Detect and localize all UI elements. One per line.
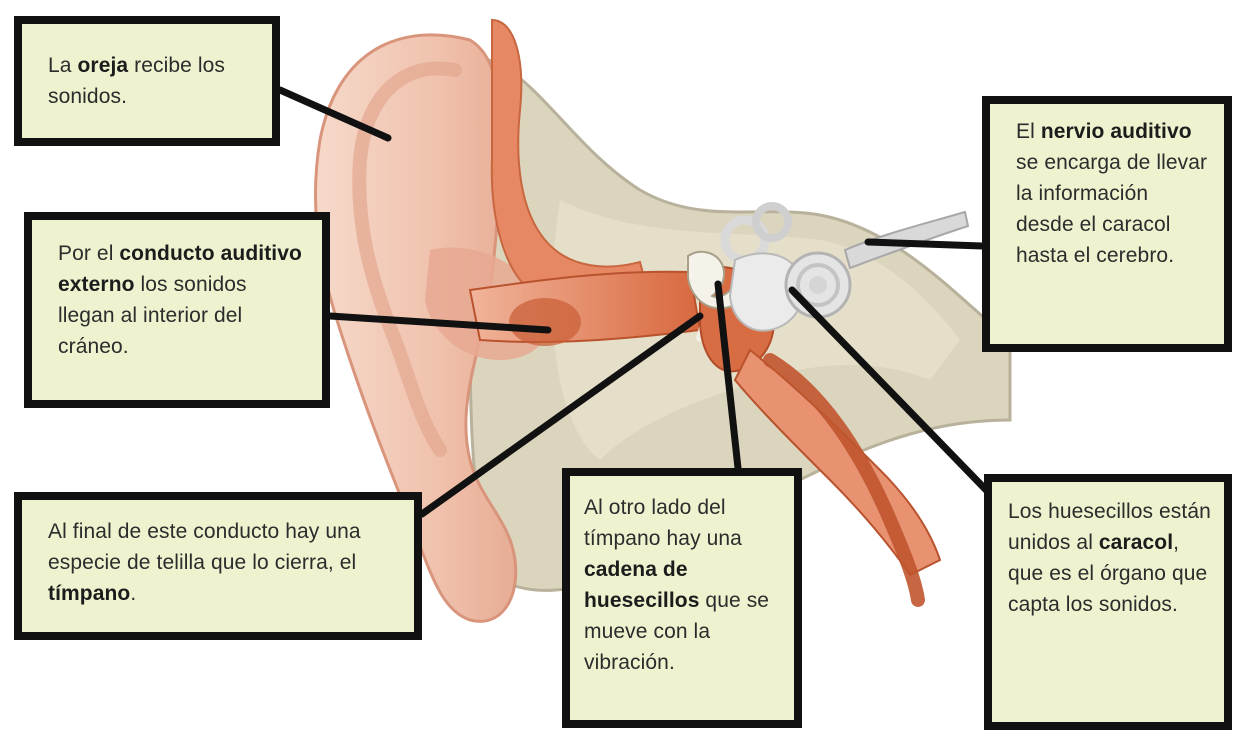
label-timpano-text-2: . xyxy=(130,582,136,605)
canal-opening xyxy=(509,298,581,346)
label-nervio-auditivo: El nervio auditivo se encarga de llevar … xyxy=(982,96,1232,352)
label-caracol: Los huesecillos están unidos al caracol,… xyxy=(984,474,1232,730)
label-cadena-huesecillos: Al otro lado del tímpano hay una cadena … xyxy=(562,468,802,728)
label-conducto-auditivo: Por el conducto auditivo externo los son… xyxy=(24,212,330,408)
label-oreja: La oreja recibe los sonidos. xyxy=(14,16,280,146)
label-caracol-bold: caracol xyxy=(1099,531,1173,554)
label-timpano-bold: tímpano xyxy=(48,582,130,605)
cochlea-center xyxy=(809,276,827,294)
label-nervio-bold: nervio auditivo xyxy=(1041,120,1192,143)
label-cadena-bold: cadena de huesecillos xyxy=(584,558,699,612)
label-cadena-text-1: Al otro lado del tímpano hay una xyxy=(584,496,742,550)
label-timpano: Al final de este conducto hay una especi… xyxy=(14,492,422,640)
label-timpano-text-1: Al final de este conducto hay una especi… xyxy=(48,520,361,574)
label-nervio-text-1: El xyxy=(1016,120,1041,143)
label-conducto-text-1: Por el xyxy=(58,242,119,265)
label-oreja-text-1: La xyxy=(48,54,78,77)
leader-nervio xyxy=(868,242,982,246)
label-nervio-text-2: se encarga de llevar la información desd… xyxy=(1016,151,1207,267)
label-oreja-bold: oreja xyxy=(78,54,129,77)
